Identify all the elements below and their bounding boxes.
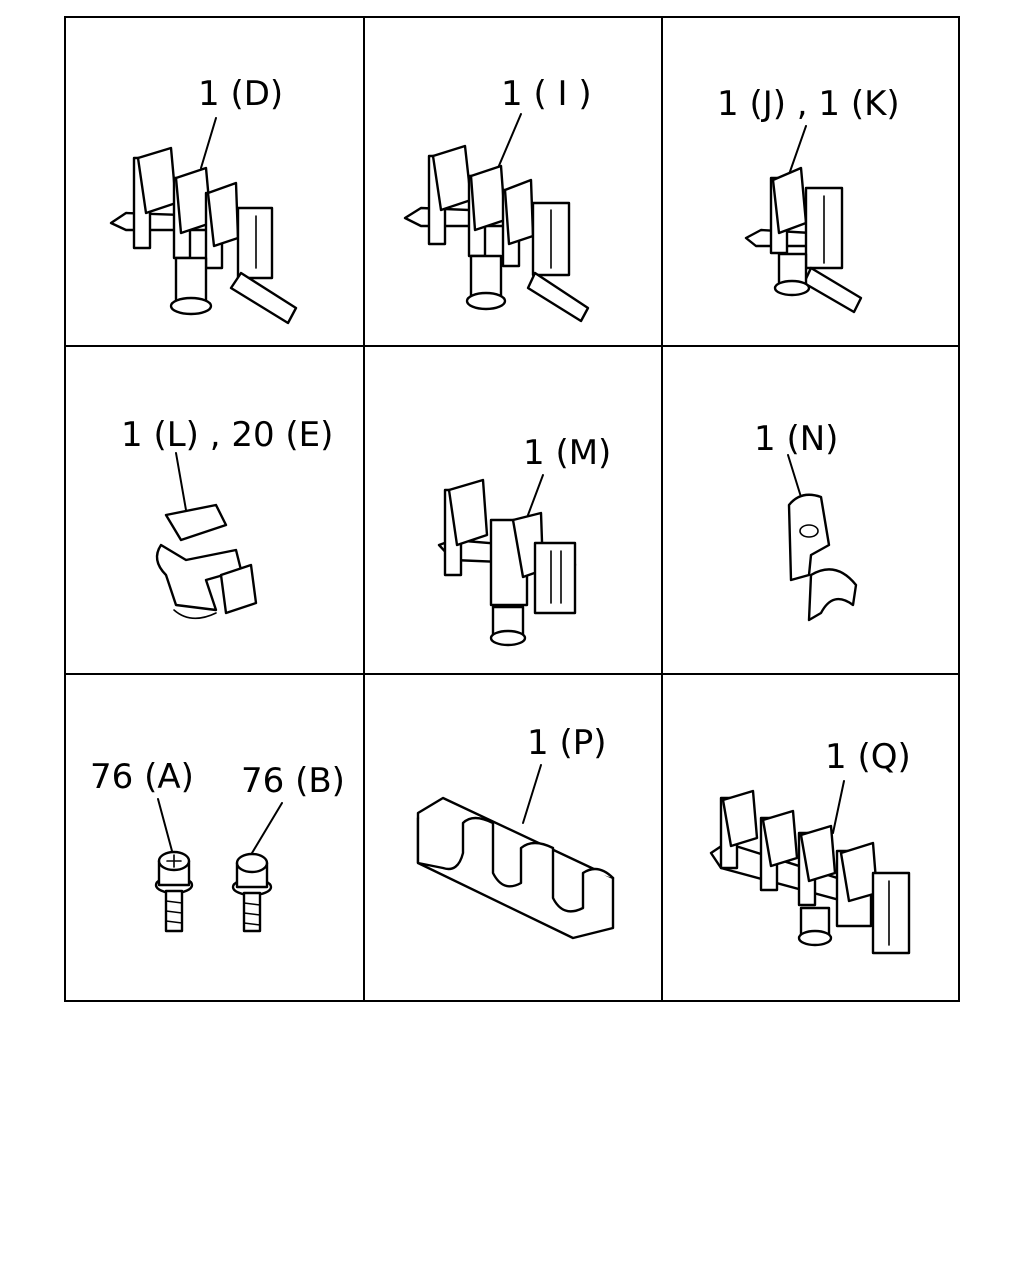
cell-part-1p: 1 (P) (363, 673, 661, 1000)
part-label-1m: 1 (M) (523, 433, 612, 473)
part-label-1j-1k: 1 (J) , 1 (K) (717, 84, 900, 124)
double-pipe-clamp-with-stud-icon (437, 474, 577, 647)
triple-pipe-clamp-with-stud-icon (403, 113, 590, 323)
part-label-1l-20e: 1 (L) , 20 (E) (121, 415, 334, 455)
part-label-1i: 1 ( I ) (501, 74, 592, 114)
grid-divider-v1 (363, 18, 365, 1000)
part-label-1d: 1 (D) (198, 74, 284, 114)
part-label-1p: 1 (P) (527, 723, 607, 763)
parts-grid: 1 (D) 1 ( I ) (64, 16, 960, 1002)
cell-part-1l-20e: 1 (L) , 20 (E) (66, 345, 363, 673)
part-label-1q: 1 (Q) (825, 737, 911, 777)
phillips-flange-bolt-icon (154, 798, 283, 933)
double-pipe-clip-icon (155, 452, 258, 620)
part-label-1n: 1 (N) (754, 419, 839, 459)
single-pipe-bracket-clip-icon (787, 454, 858, 622)
cell-part-1i: 1 ( I ) (363, 18, 661, 345)
grid-divider-v2 (661, 18, 663, 1000)
triple-pipe-clamp-with-stud-icon (109, 117, 298, 325)
quad-pipe-clamp-icon (709, 780, 911, 955)
cell-part-1j-1k: 1 (J) , 1 (K) (661, 18, 958, 345)
cell-part-1q: 1 (Q) (661, 673, 958, 1000)
cell-part-1m: 1 (M) (363, 345, 661, 673)
grommet-strip-icon (416, 764, 615, 940)
cell-part-76: 76 (A) 76 (B) (66, 673, 363, 1000)
part-label-76b: 76 (B) (241, 761, 345, 801)
single-pipe-clamp-with-stud-icon (744, 125, 863, 314)
cell-part-1d: 1 (D) (66, 18, 363, 345)
grid-divider-h2 (66, 673, 958, 675)
part-label-76a: 76 (A) (90, 757, 194, 797)
grid-divider-h1 (66, 345, 958, 347)
cell-part-1n: 1 (N) (661, 345, 958, 673)
